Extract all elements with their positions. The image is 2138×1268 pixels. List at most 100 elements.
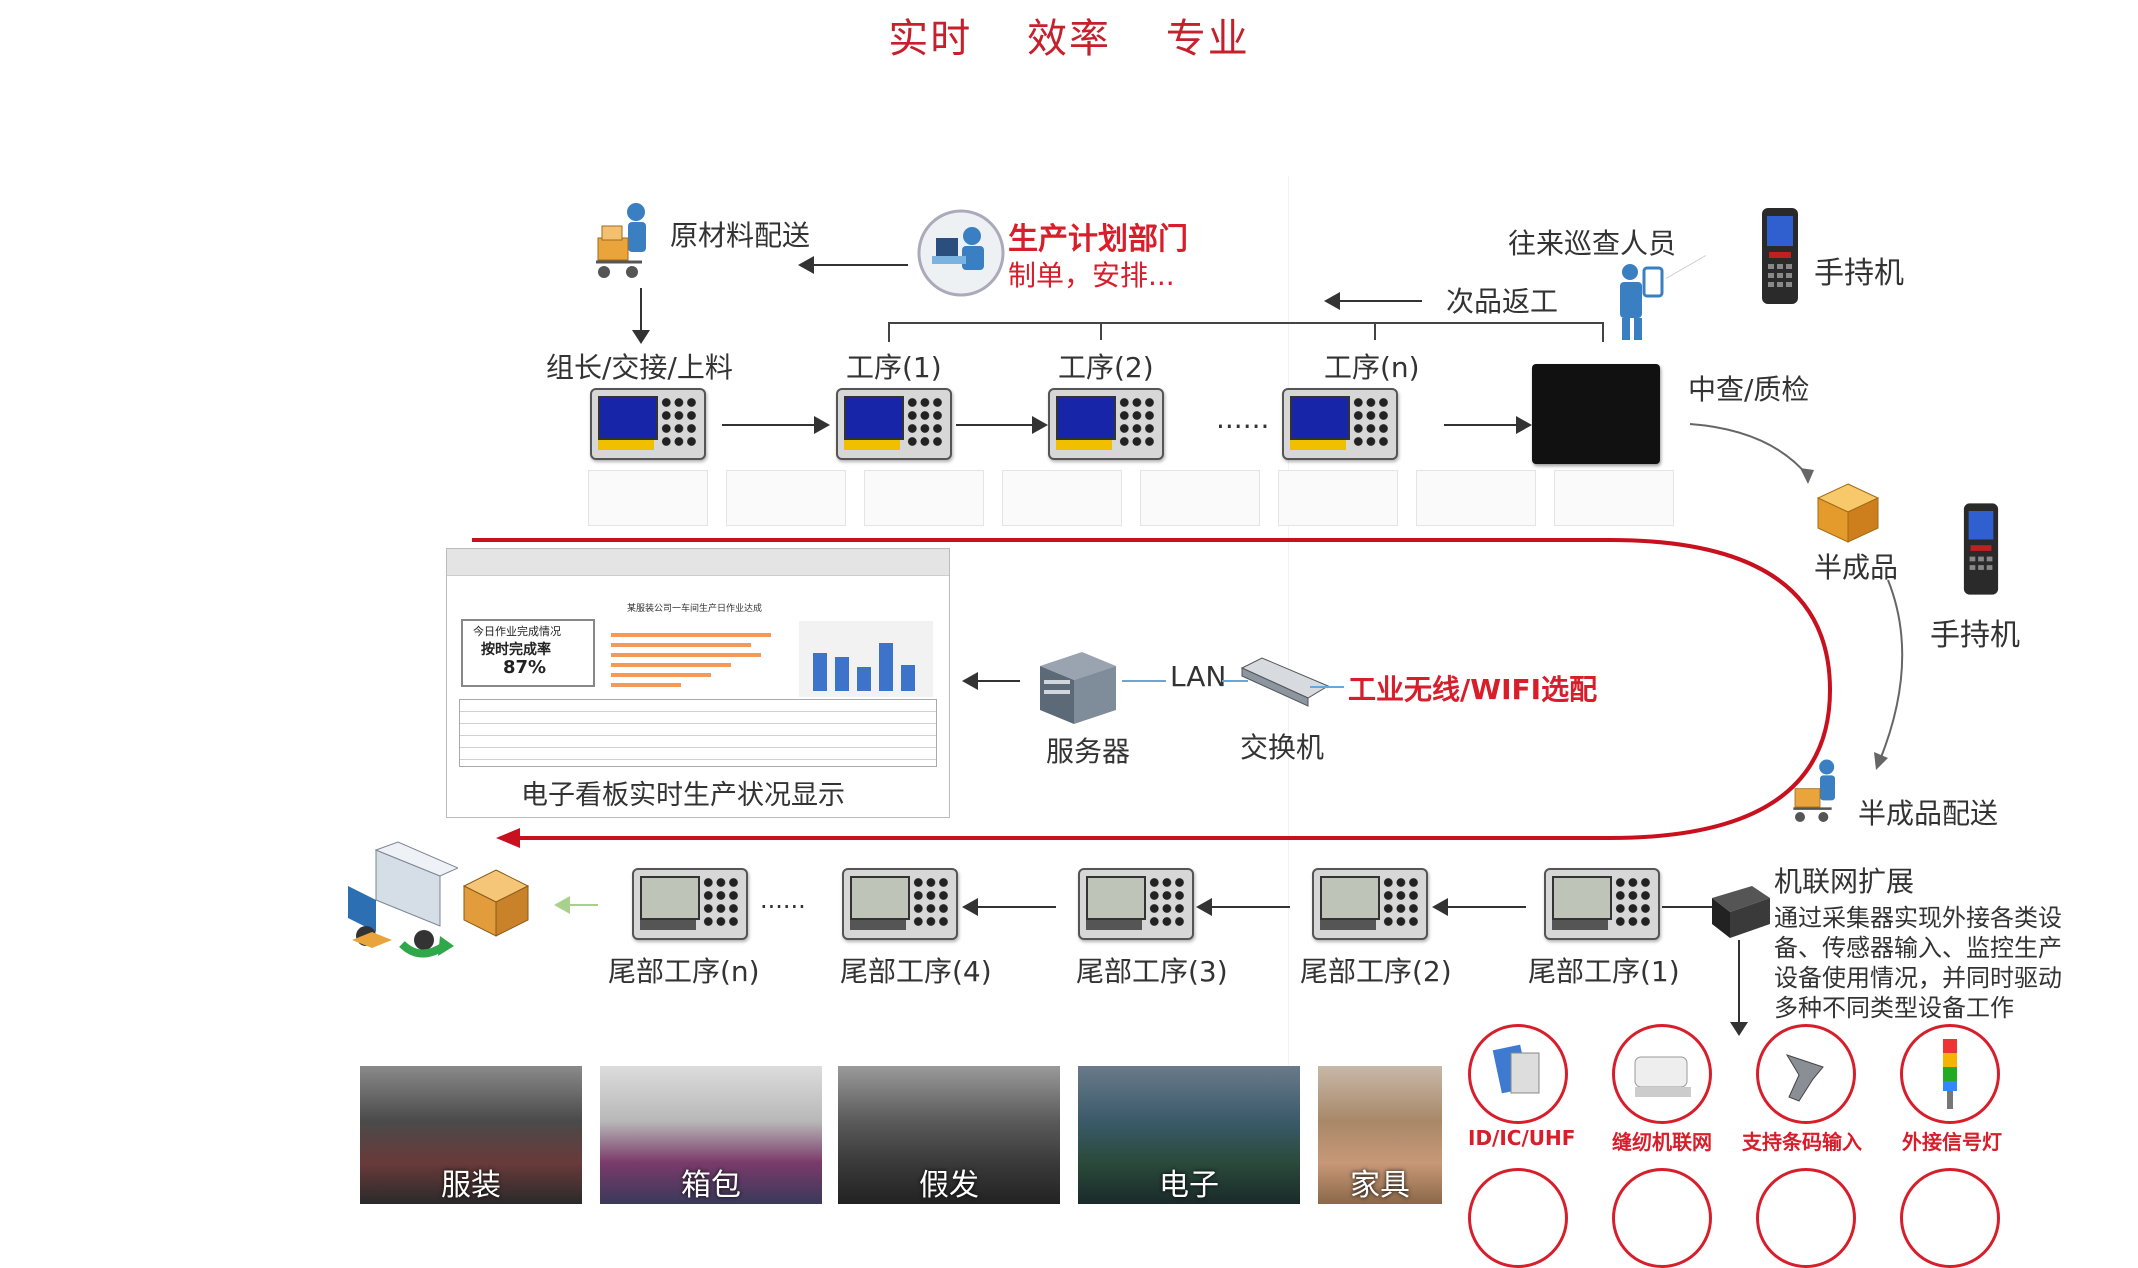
terminal-n — [1282, 388, 1398, 460]
arrow-head — [814, 416, 830, 434]
truck-icon — [348, 841, 458, 958]
terminal-leader — [590, 388, 706, 460]
arrow-l1-3 — [1444, 424, 1520, 426]
lan-label: LAN — [1170, 660, 1227, 693]
raw-material-label: 原材料配送 — [670, 219, 811, 252]
kpi-box — [461, 619, 595, 687]
tail-terminal-3 — [1078, 868, 1194, 940]
industry-photo-wigs: 假发 — [838, 1066, 1060, 1204]
blue-bar — [857, 667, 871, 691]
switch-icon — [1240, 657, 1330, 707]
ghost-terminal — [1416, 470, 1536, 526]
data-table — [459, 699, 937, 767]
ghost-terminal — [1554, 470, 1674, 526]
line1-dots: ...... — [1216, 402, 1270, 435]
arrow-head — [554, 896, 570, 914]
planning-dept-sub: 制单，安排... — [1008, 259, 1175, 292]
arrow-to-box — [568, 904, 598, 906]
rework-label: 次品返工 — [1446, 285, 1559, 318]
dashboard-screenshot: 某服装公司一车间生产日作业达成 今日作业完成情况 按时完成率 87% 电子看板实… — [446, 548, 950, 818]
semi-product-label: 半成品 — [1814, 551, 1899, 584]
station-label-n: 工序(n) — [1324, 351, 1420, 384]
qc-label: 中查/质检 — [1688, 373, 1810, 406]
rework-arrow — [1336, 300, 1422, 302]
ghost-terminal — [1002, 470, 1122, 526]
handheld-scanner-icon — [1963, 503, 1999, 595]
blue-bar — [901, 665, 915, 691]
arrow-l1-2 — [956, 424, 1036, 426]
handheld-label-right: 手持机 — [1930, 618, 2020, 653]
industry-label: 电子 — [1159, 1168, 1219, 1203]
device-label-rfid: ID/IC/UHF — [1468, 1126, 1576, 1150]
lan-line — [1222, 680, 1248, 682]
ghost-terminal — [1278, 470, 1398, 526]
orange-bar — [611, 653, 761, 657]
arrow-l2 — [1444, 906, 1526, 908]
ghost-terminal — [1140, 470, 1260, 526]
rework-bracket — [888, 322, 1604, 342]
orange-bar — [611, 643, 751, 647]
industry-photo-electronics: 电子 — [1078, 1066, 1300, 1204]
iot-down-line — [1738, 940, 1740, 1028]
bracket-tick — [1100, 322, 1102, 340]
kpi-title: 今日作业完成情况 — [473, 625, 561, 638]
arrow-head — [1432, 898, 1448, 916]
ghost-terminal — [864, 470, 984, 526]
device-circle-partial — [1900, 1168, 2000, 1268]
arrow-head — [1516, 416, 1532, 434]
iot-desc-line: 备、传感器输入、监控生产 — [1774, 934, 2062, 962]
tail-label-4: 尾部工序(4) — [840, 955, 992, 988]
tail-dots: ...... — [760, 886, 806, 914]
dashboard-browser-bar — [447, 549, 949, 576]
planning-dept-icon — [917, 209, 1005, 297]
device-label-barcode: 支持条码输入 — [1742, 1130, 1862, 1154]
handheld-scanner-icon — [1762, 208, 1798, 304]
tail-terminal-1 — [1544, 868, 1660, 940]
lan-line — [1122, 680, 1166, 682]
tail-label-n: 尾部工序(n) — [608, 955, 760, 988]
sewing-machine-circle — [1612, 1024, 1712, 1124]
industry-photo-apparel: 服装 — [360, 1066, 582, 1204]
tail-terminal-4 — [842, 868, 958, 940]
terminal-2 — [1048, 388, 1164, 460]
kpi-sub: 按时完成率 — [481, 642, 551, 658]
arrow-head — [1730, 1022, 1748, 1036]
station-label-leader: 组长/交接/上料 — [546, 351, 733, 384]
kpi-value: 87% — [503, 657, 547, 678]
wifi-label: 工业无线/WIFI选配 — [1348, 673, 1598, 706]
arrow-server-to-board — [970, 680, 1020, 682]
ghost-terminal — [588, 470, 708, 526]
arrow-l2 — [974, 906, 1056, 908]
server-icon — [1040, 652, 1116, 724]
server-label: 服务器 — [1046, 735, 1131, 768]
industry-label: 家具 — [1350, 1168, 1410, 1203]
industry-label: 箱包 — [681, 1168, 741, 1203]
arrow-head — [962, 898, 978, 916]
dashboard-caption: 电子看板实时生产状况显示 — [521, 780, 845, 811]
wifi-line — [1310, 686, 1344, 688]
orange-bar — [611, 663, 731, 667]
device-circle-partial — [1612, 1168, 1712, 1268]
station-label-2: 工序(2) — [1058, 351, 1154, 384]
iot-desc-line: 设备使用情况，并同时驱动 — [1774, 964, 2062, 992]
tail-terminal-n — [632, 868, 748, 940]
arrow-head — [632, 330, 650, 344]
tail-terminal-2 — [1312, 868, 1428, 940]
finished-box-icon — [462, 869, 530, 937]
terminal-1 — [836, 388, 952, 460]
device-circle-partial — [1468, 1168, 1568, 1268]
orange-bar — [611, 633, 771, 637]
iot-desc-line: 多种不同类型设备工作 — [1774, 994, 2014, 1022]
flow-loop — [472, 423, 1904, 848]
industry-label: 服装 — [441, 1168, 501, 1203]
tail-label-1: 尾部工序(1) — [1528, 955, 1680, 988]
tail-label-3: 尾部工序(3) — [1076, 955, 1228, 988]
industry-photo-furniture: 家具 — [1318, 1066, 1442, 1204]
industry-photo-bags: 箱包 — [600, 1066, 822, 1204]
rfid-card-circle — [1468, 1024, 1568, 1124]
switch-label: 交换机 — [1240, 731, 1325, 764]
blue-bar — [879, 643, 893, 691]
tail-label-2: 尾部工序(2) — [1300, 955, 1452, 988]
arrow-l1-1 — [722, 424, 818, 426]
orange-bar — [611, 683, 681, 687]
